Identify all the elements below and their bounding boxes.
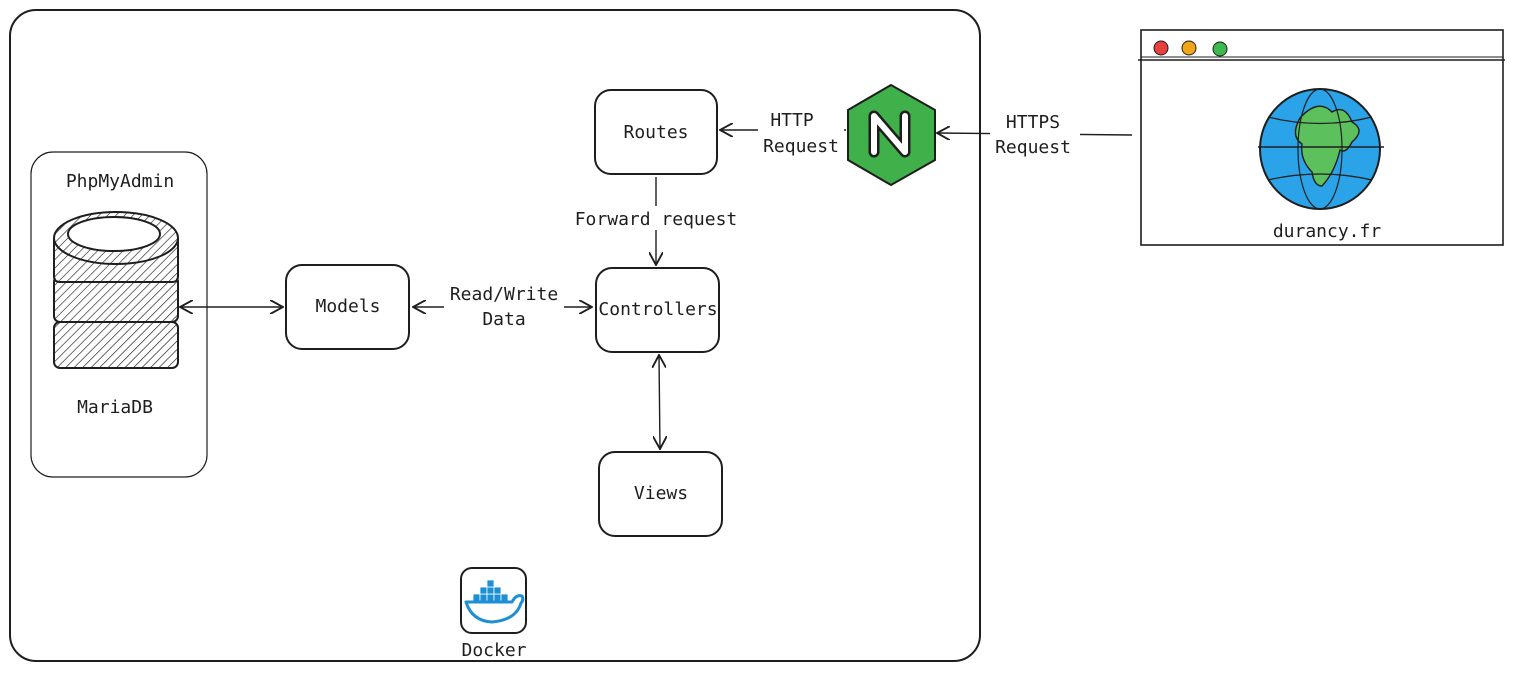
- read-write-data-label: Data: [482, 309, 525, 330]
- models-node: [285, 264, 410, 350]
- http-label: HTTP: [770, 110, 814, 131]
- controllers-label: Controllers: [598, 299, 717, 320]
- phpmyadmin-label: PhpMyAdmin: [66, 171, 174, 192]
- site-label: durancy.fr: [1273, 221, 1382, 242]
- routes-label: Routes: [623, 122, 688, 143]
- close-dot: [1153, 40, 1169, 56]
- models-label: Models: [315, 296, 380, 317]
- https-label: HTTPS: [1006, 112, 1060, 133]
- nginx-icon: [847, 83, 936, 187]
- docker-container: [9, 9, 981, 662]
- docker-label: Docker: [461, 640, 526, 661]
- controllers-node: [595, 267, 720, 353]
- forward-request-label: Forward request: [575, 209, 738, 230]
- https-request-label: Request: [995, 137, 1071, 158]
- globe-icon: [1258, 88, 1384, 210]
- minimize-dot: [1181, 40, 1197, 56]
- mariadb-label: MariaDB: [77, 397, 153, 418]
- docker-icon: [460, 567, 527, 634]
- database-icon: [53, 211, 179, 369]
- http-request-label: Request: [763, 136, 839, 157]
- read-write-label: Read/Write: [450, 284, 558, 305]
- maximize-dot: [1212, 41, 1228, 57]
- views-node: [598, 451, 723, 537]
- controllers-views-arrow: [659, 355, 660, 449]
- views-label: Views: [634, 483, 688, 504]
- routes-node: [594, 89, 718, 175]
